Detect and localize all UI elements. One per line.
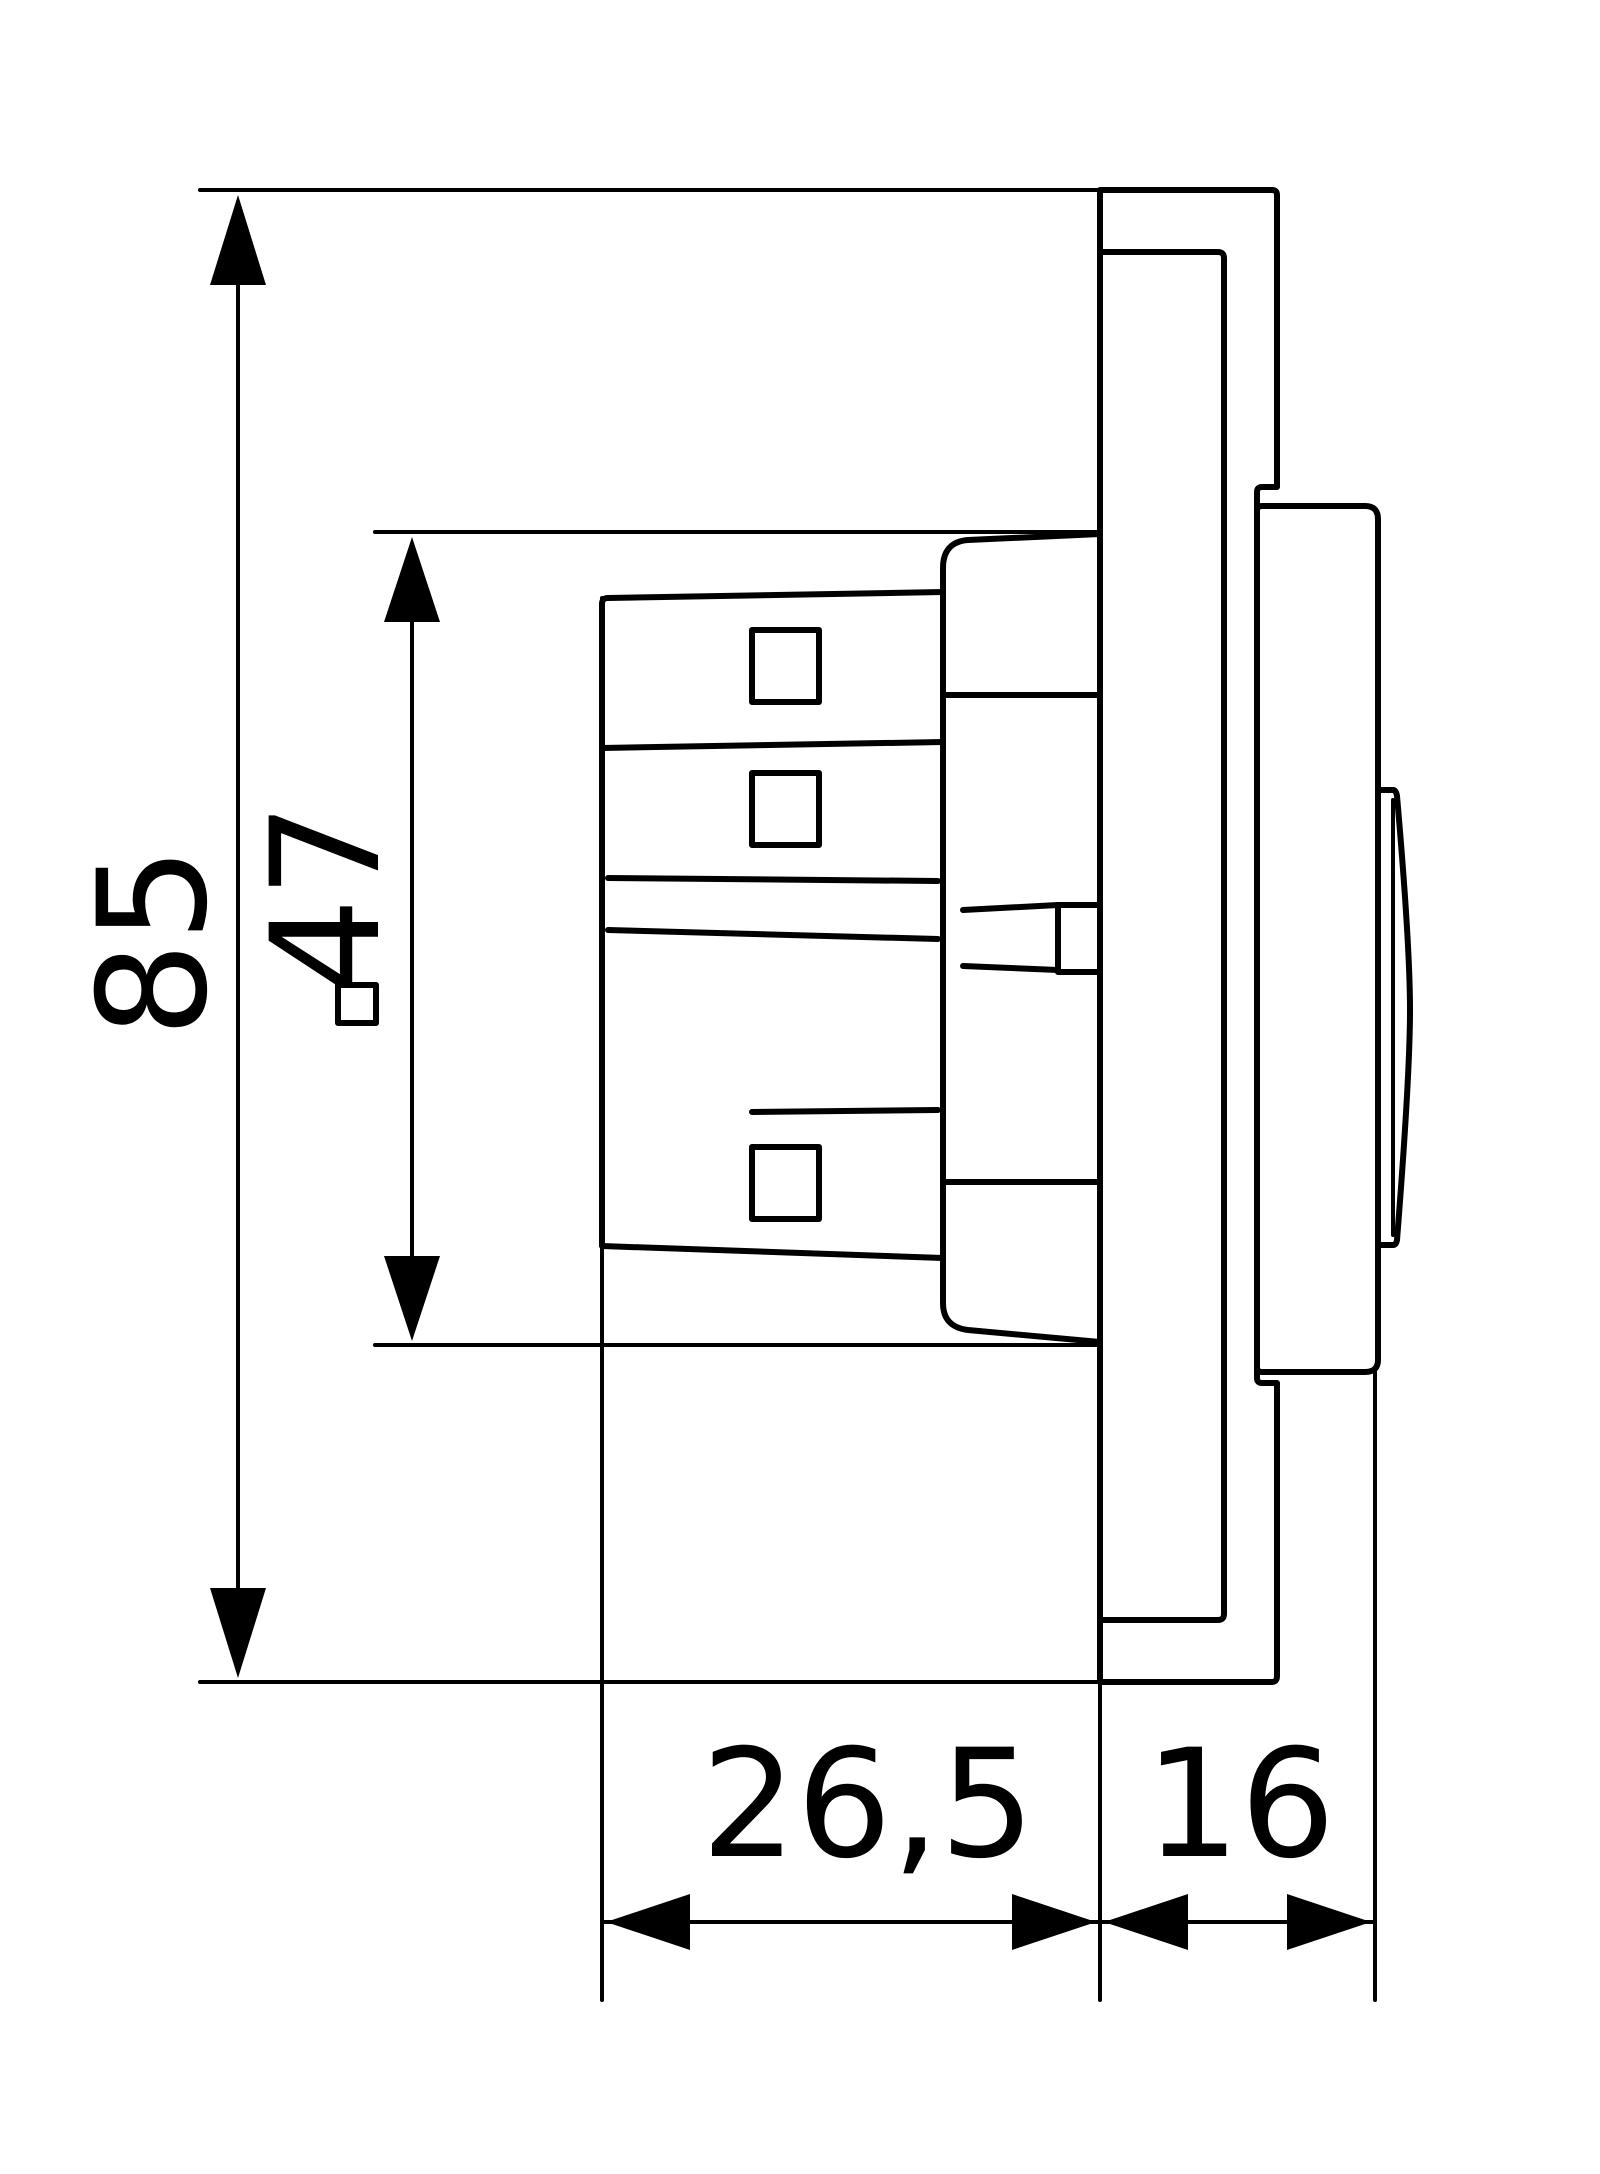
arrow-16-right bbox=[1287, 1894, 1371, 1950]
contact-tab bbox=[1055, 902, 1103, 975]
label-85: 85 bbox=[67, 847, 241, 1038]
arrow-85-top bbox=[210, 195, 266, 285]
module-flange bbox=[940, 531, 1103, 1345]
dim-label-47: 47 bbox=[240, 803, 414, 994]
dimension-47 bbox=[384, 537, 440, 1341]
mechanism-module bbox=[599, 531, 1103, 1345]
arrow-47-top bbox=[384, 537, 440, 622]
rocker-cover bbox=[1254, 503, 1413, 1375]
dimension-16 bbox=[1098, 1894, 1377, 1950]
terminal-window-1 bbox=[749, 627, 822, 705]
square-symbol-icon bbox=[335, 982, 379, 1026]
label-47: 47 bbox=[240, 803, 414, 1026]
contact-lead-bottom bbox=[960, 963, 1061, 973]
body-division-4 bbox=[749, 1107, 941, 1115]
dim-label-85: 85 bbox=[67, 847, 241, 1038]
arrow-16-left bbox=[1104, 1894, 1188, 1950]
rocker-body bbox=[1254, 503, 1381, 1375]
body-division-1 bbox=[599, 739, 946, 751]
arrow-85-bottom bbox=[210, 1588, 266, 1678]
arrow-47-bottom bbox=[384, 1256, 440, 1341]
module-body bbox=[599, 589, 946, 1261]
dim-label-26-5: 26,5 bbox=[701, 1718, 1035, 1892]
dimension-85 bbox=[210, 195, 266, 1678]
arrow-26-5-left bbox=[606, 1894, 690, 1950]
dim-label-16: 16 bbox=[1145, 1718, 1336, 1892]
contact-lead-top bbox=[960, 902, 1061, 913]
arrow-26-5-right bbox=[1012, 1894, 1096, 1950]
body-division-2 bbox=[605, 875, 941, 884]
frame-plate bbox=[1097, 187, 1280, 1685]
dimension-26-5 bbox=[600, 1894, 1102, 1950]
terminal-window-3 bbox=[749, 1144, 822, 1222]
outer-frame bbox=[1097, 187, 1280, 1685]
terminal-window-2 bbox=[749, 770, 822, 848]
body-division-3 bbox=[605, 927, 941, 942]
rocker-front-lip bbox=[1377, 787, 1413, 1248]
inner-plate bbox=[1097, 249, 1227, 1623]
